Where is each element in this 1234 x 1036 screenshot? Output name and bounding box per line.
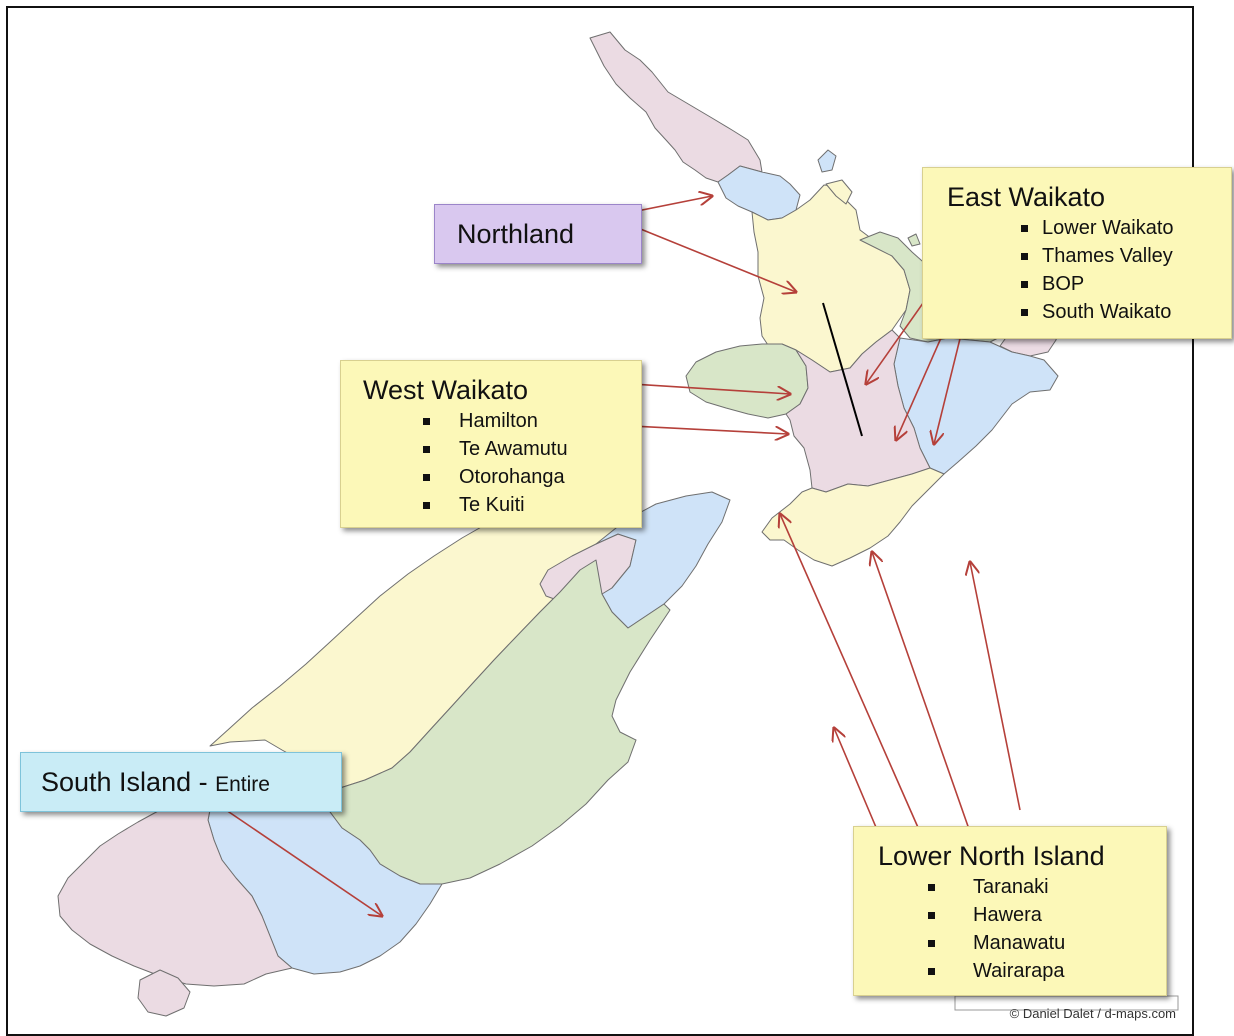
west-waikato-callout: West Waikato Hamilton Te Awamutu Otoroha… xyxy=(340,360,642,528)
region-northland xyxy=(589,31,763,183)
east-waikato-list: Lower Waikato Thames Valley BOP South Wa… xyxy=(947,214,1231,326)
list-item: Wairarapa xyxy=(878,957,1166,985)
list-item: BOP xyxy=(947,270,1231,298)
west-waikato-title: West Waikato xyxy=(363,375,529,405)
arrow-west-1 xyxy=(631,383,790,394)
list-item: Hamilton xyxy=(363,407,641,435)
map-credit: © Daniel Dalet / d-maps.com xyxy=(1009,1006,1176,1021)
region-taranaki xyxy=(685,343,809,419)
list-item: Otorohanga xyxy=(363,463,641,491)
list-item: Thames Valley xyxy=(947,242,1231,270)
arrow-west-2 xyxy=(631,425,788,434)
south-island-title: South Island - Entire xyxy=(41,767,270,797)
south-island-callout: South Island - Entire xyxy=(20,752,342,812)
region-wellington xyxy=(761,467,945,567)
west-waikato-list: Hamilton Te Awamutu Otorohanga Te Kuiti xyxy=(363,407,641,519)
region-auckland xyxy=(717,165,801,221)
list-item: South Waikato xyxy=(947,298,1231,326)
list-item: Lower Waikato xyxy=(947,214,1231,242)
east-waikato-title: East Waikato xyxy=(947,182,1106,212)
island-coromandel-tip xyxy=(825,179,853,205)
arrow-northland-2 xyxy=(637,227,796,292)
lower-north-island-list: Taranaki Hawera Manawatu Wairarapa xyxy=(878,873,1166,985)
waikato-divider-line xyxy=(822,302,863,437)
lower-north-island-callout: Lower North Island Taranaki Hawera Manaw… xyxy=(853,826,1167,996)
island-great-barrier xyxy=(817,149,837,173)
arrow-lower-2 xyxy=(780,514,921,833)
list-item: Hawera xyxy=(878,901,1166,929)
arrow-lower-1 xyxy=(834,728,879,833)
list-item: Taranaki xyxy=(878,873,1166,901)
list-item: Manawatu xyxy=(878,929,1166,957)
south-island-suffix: Entire xyxy=(215,773,270,796)
lower-north-island-title: Lower North Island xyxy=(878,841,1105,871)
arrow-lower-4 xyxy=(970,562,1021,811)
island-stewart xyxy=(137,969,191,1017)
northland-callout: Northland xyxy=(434,204,642,264)
northland-title: Northland xyxy=(457,219,575,249)
arrow-south xyxy=(225,809,382,916)
list-item: Te Awamutu xyxy=(363,435,641,463)
island-white xyxy=(907,233,921,247)
arrow-lower-3 xyxy=(872,552,971,833)
scale-bar xyxy=(954,995,1179,1011)
list-item: Te Kuiti xyxy=(363,491,641,519)
east-waikato-callout: East Waikato Lower Waikato Thames Valley… xyxy=(922,167,1232,339)
